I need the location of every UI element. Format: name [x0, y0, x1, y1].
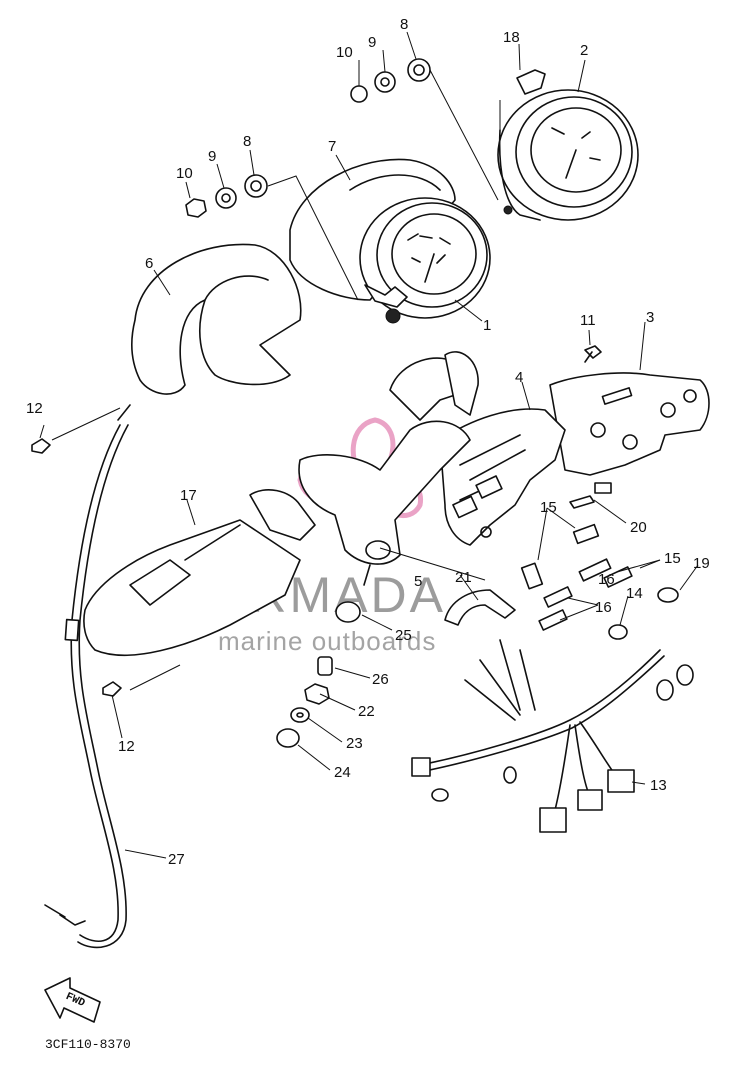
label-17: 17	[180, 487, 197, 504]
label-1: 1	[483, 317, 491, 334]
diagram-code: 3CF110-8370	[45, 1037, 131, 1052]
part-5-clamp	[298, 351, 479, 586]
part-12-bolts	[31, 438, 122, 697]
part-4-indicator-panel	[439, 408, 566, 546]
label-12-upper: 12	[26, 400, 43, 417]
label-27: 27	[168, 851, 185, 868]
part-11-screw	[584, 345, 602, 363]
label-10-lower: 10	[176, 165, 193, 182]
label-22: 22	[358, 703, 375, 720]
part-2-tachometer	[497, 89, 639, 221]
label-21: 21	[455, 569, 472, 586]
label-23: 23	[346, 735, 363, 752]
label-9-upper: 9	[368, 34, 376, 51]
label-24: 24	[334, 764, 351, 781]
label-7: 7	[328, 138, 336, 155]
part-13-wire-harness	[411, 639, 694, 833]
part-bulbs-sockets	[520, 495, 679, 640]
part-8-9-10-upper	[350, 58, 431, 103]
part-27-meter-cable	[44, 404, 131, 949]
part-1-speedometer	[359, 197, 491, 324]
part-6-meter-cover	[130, 243, 302, 395]
label-13: 13	[650, 777, 667, 794]
label-15-right: 15	[664, 550, 681, 567]
label-4: 4	[515, 369, 523, 386]
label-9-lower: 9	[208, 148, 216, 165]
part-3-bracket	[549, 372, 710, 494]
label-8-upper: 8	[400, 16, 408, 33]
label-20: 20	[630, 519, 647, 536]
label-10-upper: 10	[336, 44, 353, 61]
label-3: 3	[646, 309, 654, 326]
part-18-socket	[516, 69, 546, 95]
part-21-clip	[444, 589, 516, 626]
watermark-tagline: marine outboards	[218, 626, 436, 656]
label-12-lower: 12	[118, 738, 135, 755]
part-17-lower-cover	[83, 489, 316, 657]
label-6: 6	[145, 255, 153, 272]
fwd-arrow-icon: FWD	[44, 977, 101, 1023]
label-15-upper: 15	[540, 499, 557, 516]
label-16-lower: 16	[595, 599, 612, 616]
label-19: 19	[693, 555, 710, 572]
label-8-lower: 8	[243, 133, 251, 150]
leader-lines	[39, 31, 699, 859]
label-16-upper: 16	[598, 571, 615, 588]
label-18: 18	[503, 29, 520, 46]
label-26: 26	[372, 671, 389, 688]
part-22-26-grommets	[276, 601, 361, 748]
label-5: 5	[414, 573, 422, 590]
label-2: 2	[580, 42, 588, 59]
part-8-9-10-lower	[185, 174, 268, 218]
label-14: 14	[626, 585, 643, 602]
label-25: 25	[395, 627, 412, 644]
callout-labels: 1 2 3 4 5 6 7 8 8 9 9 10 10 11 12 12 13 …	[26, 16, 710, 868]
label-11: 11	[580, 312, 596, 329]
